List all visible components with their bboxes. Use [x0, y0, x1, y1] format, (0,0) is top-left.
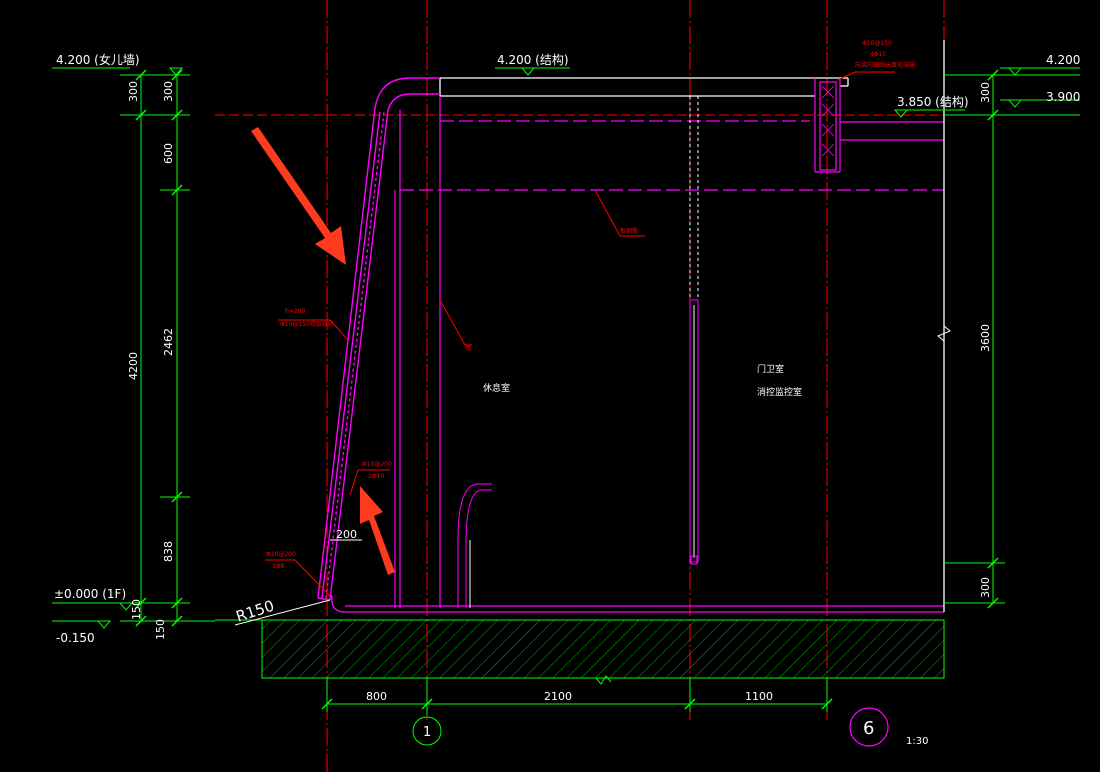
dim-bottom-800: 800 — [366, 690, 387, 703]
dim-bottom-2100: 2100 — [544, 690, 572, 703]
arrow-up-left — [360, 486, 395, 575]
level-texts: 4.200 (女儿墙) 4.200 (结构) 4.200 3.850 (结构) … — [54, 52, 1080, 645]
left-dimension-ticks — [135, 69, 183, 627]
level-right-top-text: 4.200 — [1046, 53, 1080, 67]
dim-right-3600: 3600 — [979, 324, 992, 352]
annotation-parapet-1: Φ10@150 — [862, 40, 892, 47]
dim-outer-300: 300 — [127, 81, 140, 102]
break-symbol — [937, 325, 951, 342]
column-cross — [821, 85, 835, 157]
annotation-rebar-mid: Φ10@200 — [362, 461, 392, 468]
detail-scale: 1:30 — [906, 736, 928, 747]
counter — [457, 483, 492, 608]
annotation-beam-2: Φ10@150双层双向 — [280, 320, 334, 328]
level-marker-right-top — [1007, 67, 1023, 76]
dim-inner-600: 600 — [162, 143, 175, 164]
radius-leader — [234, 599, 331, 626]
annotation-leaders — [265, 71, 895, 597]
dim-outer-150: 150 — [154, 619, 167, 640]
dim-right-300-top: 300 — [979, 82, 992, 103]
slab-lines — [400, 120, 944, 191]
dim-inner-2462: 2462 — [162, 328, 175, 356]
level-marker-right-2 — [1007, 99, 1023, 108]
break-symbol-bottom — [595, 675, 612, 685]
column-lines — [394, 78, 944, 608]
room-labels: 休息室 门卫室 消控监控室 — [483, 363, 802, 398]
level-right-second-text: 3.900 — [1046, 90, 1080, 104]
annotation-rebar-mid-2: 1Φ10 — [368, 473, 384, 480]
left-dimension-lines — [52, 67, 215, 622]
floor-slab — [345, 40, 945, 613]
highlight-arrows — [251, 127, 395, 575]
sloped-wall — [317, 77, 440, 613]
annotation-wall: 墙 — [465, 344, 471, 352]
level-roof-text: 4.200 (结构) — [497, 52, 569, 67]
level-marker-ground — [118, 602, 134, 611]
right-dimension-lines — [944, 74, 1080, 604]
annotation-texts: Φ10@150 4Φ10 向梁内锚固长度见结施 h=200 Φ10@150双层双… — [266, 40, 915, 570]
level-marker-roof — [520, 67, 536, 76]
level-ground-text: ±0.000 (1F) — [54, 587, 126, 601]
right-dimension-ticks — [987, 69, 999, 609]
level-below-text: -0.150 — [56, 631, 95, 645]
bottom-dimension-lines — [326, 678, 828, 715]
roof-outline — [439, 77, 849, 97]
level-marker-structure — [893, 109, 909, 118]
ground-fill — [215, 619, 945, 679]
arrow-down-right — [251, 127, 346, 265]
annotation-beam: h=200 — [285, 308, 305, 315]
annotation-rebar-base-2: 3Φ8 — [272, 563, 285, 570]
annotation-parapet-2: 4Φ10 — [870, 51, 886, 58]
annotation-parapet-3: 向梁内锚固长度见结施 — [855, 61, 915, 69]
room-right-label-2: 消控监控室 — [757, 386, 802, 398]
room-left-label: 休息室 — [483, 382, 510, 394]
dim-bottom-1100: 1100 — [745, 690, 773, 703]
detail-bubble — [849, 707, 889, 747]
level-marker-parapet — [168, 67, 184, 76]
room-right-label-1: 门卫室 — [757, 363, 784, 375]
dim-outer-4200: 4200 — [127, 352, 140, 380]
annotation-rebar-base: Φ10@200 — [266, 551, 296, 558]
level-markers — [96, 67, 1080, 629]
level-marker-below — [96, 620, 112, 629]
left-dimension-texts: 300 600 2462 838 150 300 4200 150 — [127, 81, 175, 640]
bottom-dimension-texts: 800 2100 1100 — [366, 690, 773, 703]
dim-inner-838: 838 — [162, 541, 175, 562]
partition-wall — [689, 96, 699, 565]
dim-inner-300: 300 — [162, 81, 175, 102]
level-right-structure-text: 3.850 (结构) — [897, 94, 969, 109]
dim-right-300-bottom: 300 — [979, 577, 992, 598]
level-parapet-text: 4.200 (女儿墙) — [56, 52, 140, 67]
axis-bubble-label: 1 — [423, 725, 431, 740]
dim-inner-150: 150 — [130, 599, 143, 620]
right-dimension-texts: 300 3600 300 — [979, 82, 992, 598]
annotation-slab: 板钢筋 — [620, 227, 638, 235]
bottom-dimension-ticks — [321, 698, 833, 710]
detail-number: 6 — [863, 718, 874, 739]
dim-200-label: 200 — [336, 528, 357, 541]
axis-bubble — [412, 716, 442, 746]
